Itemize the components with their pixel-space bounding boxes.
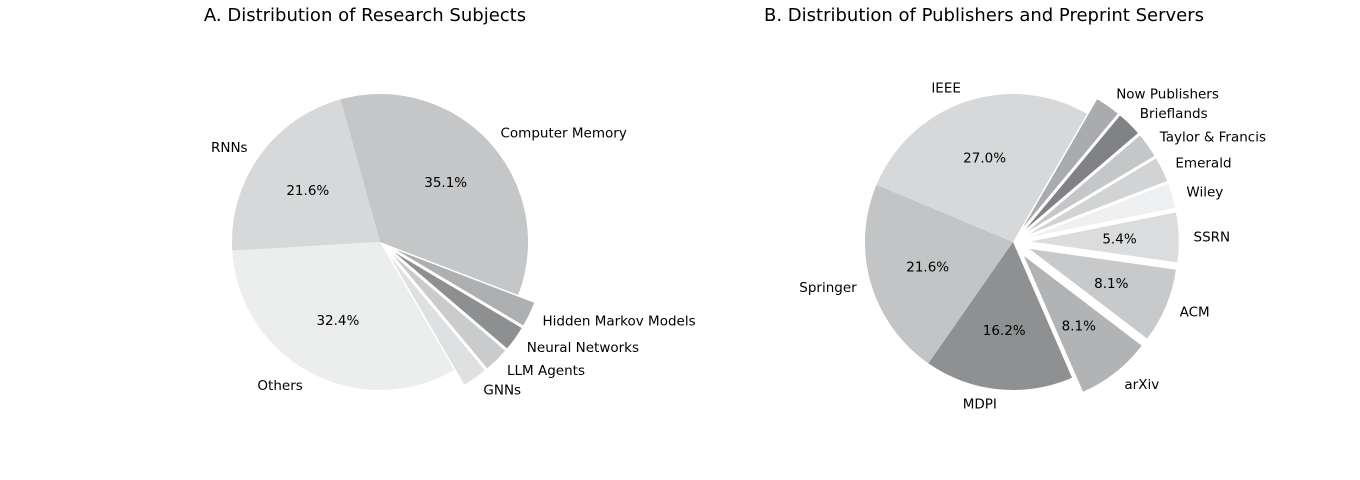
pie-slice xyxy=(1023,99,1118,228)
slice-name-label: Computer Memory xyxy=(501,125,627,141)
pie-slice xyxy=(1027,135,1155,232)
slice-name-label: Hidden Markov Models xyxy=(543,314,696,330)
slice-name-label: Neural Networks xyxy=(527,340,639,356)
pie-slice xyxy=(392,254,506,369)
slice-pct-label: 21.6% xyxy=(906,260,949,276)
pie-slice xyxy=(876,94,1087,242)
pie-slice xyxy=(1030,212,1179,263)
pie-slice xyxy=(394,252,522,349)
slice-name-label: ACM xyxy=(1180,304,1210,320)
slice-pct-label: 35.1% xyxy=(424,175,467,191)
chart-b-title: B. Distribution of Publishers and Prepri… xyxy=(764,5,1204,26)
slice-name-label: MDPI xyxy=(963,397,997,413)
pie-slice xyxy=(340,93,529,296)
slice-name-label: Others xyxy=(257,378,302,394)
pie-slice xyxy=(1023,255,1142,392)
pie-slice xyxy=(928,242,1073,390)
slice-name-label: arXiv xyxy=(1124,377,1159,393)
slice-name-label: Emerald xyxy=(1175,156,1231,172)
pie-slice xyxy=(1025,115,1138,230)
slice-name-label: SSRN xyxy=(1194,230,1231,246)
slice-name-label: Now Publishers xyxy=(1116,87,1219,103)
slice-pct-label: 8.1% xyxy=(1094,276,1128,292)
pie-slice xyxy=(1030,183,1176,238)
slice-pct-label: 5.4% xyxy=(1102,232,1136,248)
slice-name-label: Brieflands xyxy=(1140,106,1208,122)
pie-slice xyxy=(232,242,455,391)
pie-slice xyxy=(395,249,535,326)
pie-slice xyxy=(1028,158,1168,235)
slice-name-label: Wiley xyxy=(1186,184,1223,200)
slice-name-label: GNNs xyxy=(483,383,521,399)
slice-pct-label: 8.1% xyxy=(1062,319,1096,335)
slice-name-label: IEEE xyxy=(931,80,961,96)
pie-chart-b: 27.0% IEEE 21.6% Springer 16.2% MDPI 8.1% arXiv… xyxy=(799,80,1266,412)
slice-pct-label: 27.0% xyxy=(963,151,1006,167)
pie-slice xyxy=(865,184,1013,364)
pie-chart-a: 35.1% Computer Memory 21.6% RNNs 32.4% Others… xyxy=(211,93,696,399)
pie-slice xyxy=(1029,248,1176,339)
slice-name-label: RNNs xyxy=(211,140,248,156)
slice-pct-label: 16.2% xyxy=(983,323,1026,339)
chart-a-title: A. Distribution of Research Subjects xyxy=(203,5,527,26)
slice-name-label: LLM Agents xyxy=(507,363,585,379)
slice-pct-label: 21.6% xyxy=(286,183,329,199)
pie-slice xyxy=(390,256,485,385)
pie-slice xyxy=(232,99,380,251)
slice-name-label: Springer xyxy=(799,280,857,296)
slice-name-label: Taylor & Francis xyxy=(1159,129,1266,145)
slice-pct-label: 32.4% xyxy=(316,313,359,329)
